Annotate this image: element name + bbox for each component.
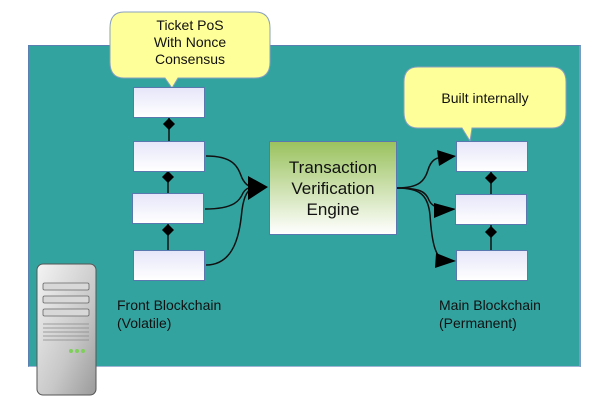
main-chain-block: [456, 141, 528, 172]
main-chain-label: Main Blockchain (Permanent): [439, 297, 541, 331]
link-diamond-icon: [485, 172, 497, 184]
link-diamond-icon: [162, 171, 174, 183]
main-chain-block: [455, 194, 527, 225]
front-chain-block: [133, 87, 205, 118]
arrowhead-icon: [435, 253, 456, 268]
arrowhead-icon: [248, 176, 268, 200]
main-chain-block: [456, 250, 528, 281]
arrowhead-icon: [434, 203, 456, 218]
front-chain-block: [133, 250, 205, 281]
front-chain-label: Front Blockchain (Volatile): [117, 297, 222, 331]
arrowhead-icon: [437, 150, 456, 166]
link-diamond-icon: [162, 224, 174, 236]
callout-ticket-pos-bubble: [109, 11, 271, 89]
input-flows: [204, 155, 256, 266]
link-diamond-icon: [485, 226, 497, 238]
callout-ticket-pos-text: Ticket PoS With Nonce Consensus: [153, 17, 227, 67]
link-diamond-icon: [163, 118, 175, 130]
front-chain-block: [133, 141, 205, 172]
front-chain-block: [132, 193, 204, 224]
transaction-verification-engine: Transaction Verification Engine: [269, 141, 397, 235]
callout-built-internally-text: Built internally: [441, 90, 529, 106]
server-tower-icon: [36, 263, 97, 396]
callout-built-internally-bubble: [403, 66, 567, 143]
